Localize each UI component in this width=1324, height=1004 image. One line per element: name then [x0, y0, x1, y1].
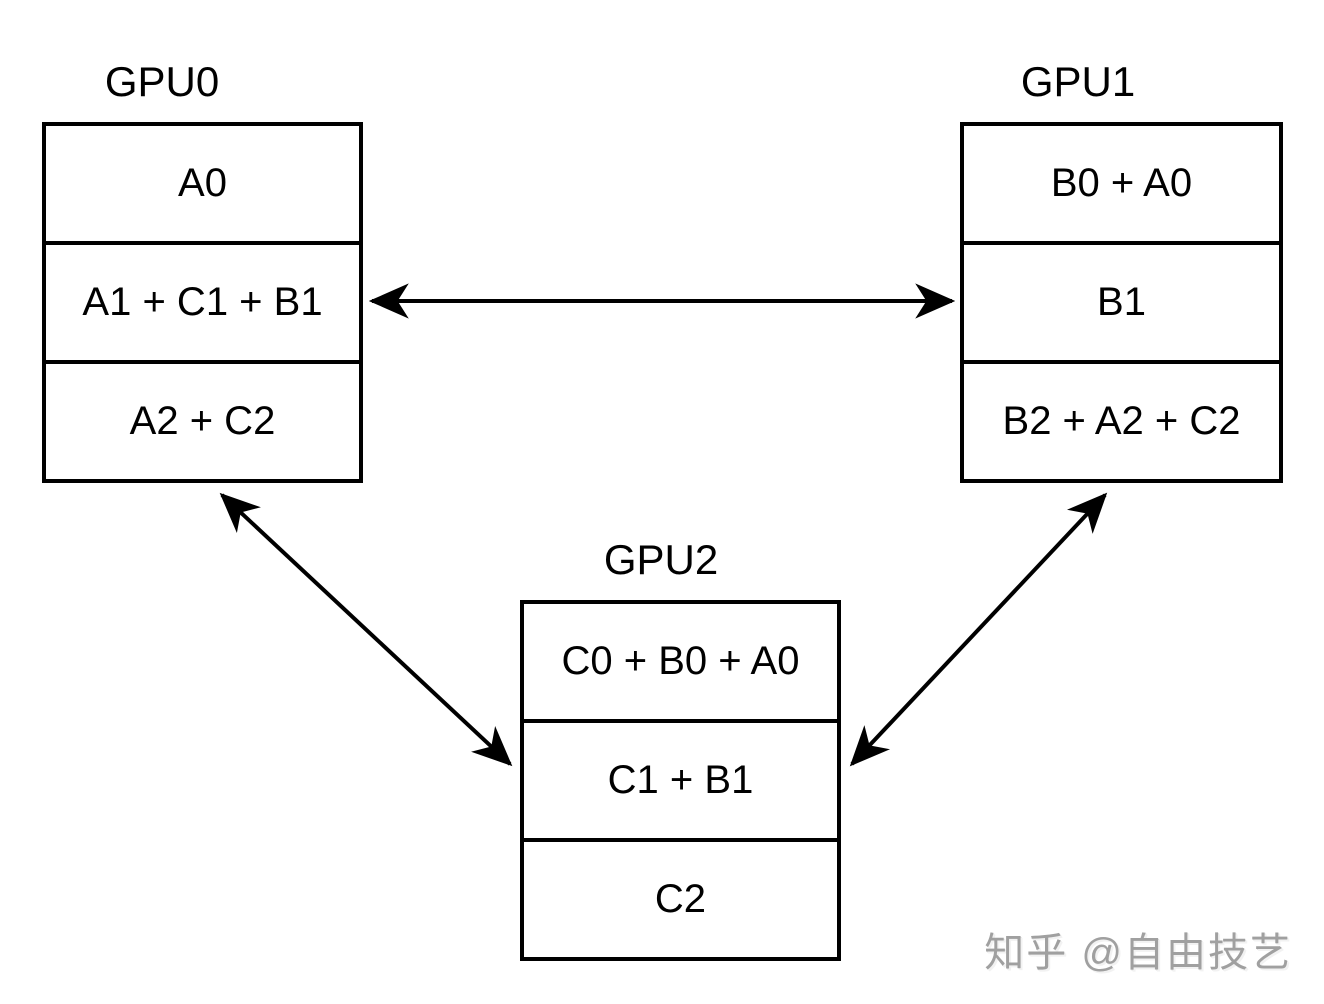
gpu0-box: A0 A1 + C1 + B1 A2 + C2 — [42, 122, 363, 483]
zhihu-watermark: 知乎 @自由技艺 — [984, 931, 1292, 975]
gpu2-title: GPU2 — [603, 536, 719, 583]
bidirectional-arrow-gpu1-gpu2 — [849, 492, 1108, 767]
gpu0-row-2: A2 + C2 — [46, 360, 359, 479]
gpu1-row-1: B1 — [964, 241, 1279, 360]
gpu1-box: B0 + A0 B1 B2 + A2 + C2 — [960, 122, 1283, 483]
gpu0-title: GPU0 — [104, 58, 220, 105]
gpu2-row-0: C0 + B0 + A0 — [524, 604, 837, 719]
gpu2-row-2: C2 — [524, 838, 837, 957]
gpu0-row-1: A1 + C1 + B1 — [46, 241, 359, 360]
gpu1-title: GPU1 — [1020, 58, 1136, 105]
gpu0-row-0: A0 — [46, 126, 359, 241]
gpu1-row-2: B2 + A2 + C2 — [964, 360, 1279, 479]
gpu2-row-1: C1 + B1 — [524, 719, 837, 838]
gpu2-box: C0 + B0 + A0 C1 + B1 C2 — [520, 600, 841, 961]
bidirectional-arrow-gpu0-gpu2 — [219, 492, 513, 767]
gpu1-row-0: B0 + A0 — [964, 126, 1279, 241]
